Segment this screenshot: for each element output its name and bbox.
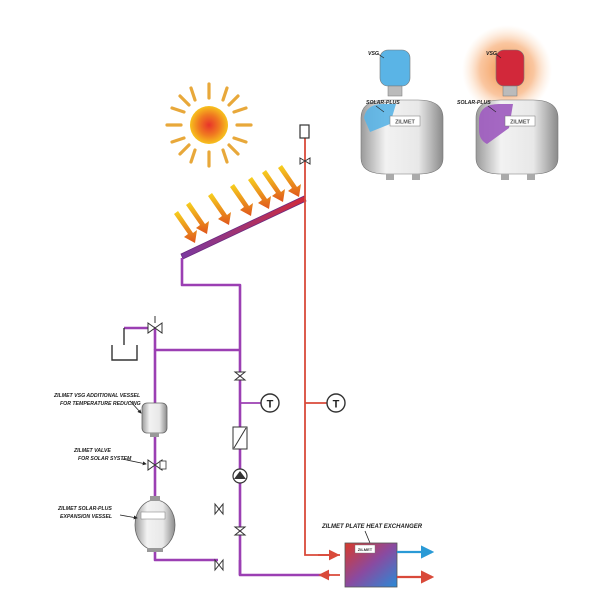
label-valve-line1: ZILMET VALVE	[73, 448, 111, 454]
air-vent-icon	[299, 124, 311, 165]
inset-vessels-cold: VSG ZILMET SOLAR-PLUS	[360, 49, 444, 180]
label-vsg-line1: ZILMET VSG ADDITIONAL VESSEL	[53, 393, 140, 399]
inset-left-brand: ZILMET	[395, 120, 415, 126]
label-vsg-additional: ZILMET VSG ADDITIONAL VESSEL FOR TEMPERA…	[53, 393, 142, 414]
inset-right-solarplus-label: SOLAR-PLUS	[457, 100, 491, 106]
label-valve-line2: FOR SOLAR SYSTEM	[78, 456, 132, 462]
thermometer-icon: T	[240, 393, 280, 413]
inset-right-brand: ZILMET	[510, 120, 530, 126]
inset-left-solarplus-label: SOLAR-PLUS	[366, 100, 400, 106]
plate-heat-exchanger: ZILMET PLATE HEAT EXCHANGER ZILMET	[321, 524, 423, 588]
sun-icon	[165, 82, 253, 168]
solar-plus-vessel-icon	[134, 496, 176, 552]
label-heat-exchanger: ZILMET PLATE HEAT EXCHANGER	[321, 524, 423, 530]
label-vsg-line2: FOR TEMPERATURE REDUCING	[60, 401, 141, 407]
drain-tundish	[111, 328, 138, 361]
vsg-vessel-icon	[141, 402, 168, 450]
ball-valve-icon	[233, 371, 247, 381]
solar-collector	[180, 195, 307, 260]
inset-right-vsg-label: VSG	[486, 51, 497, 57]
solar-valve-icon	[147, 459, 167, 471]
pump-icon	[232, 468, 248, 484]
label-solarplus-line1: ZILMET SOLAR-PLUS	[57, 506, 112, 512]
hx-brand-label: ZILMET	[358, 547, 373, 552]
thermometer-label: T	[333, 399, 340, 411]
label-solar-plus: ZILMET SOLAR-PLUS EXPANSION VESSEL	[57, 506, 138, 520]
inset-vessels-hot: VSG ZILMET SOLAR-PLUS	[457, 25, 559, 180]
ball-valve-icon	[214, 558, 224, 572]
inset-left-vsg-label: VSG	[368, 51, 379, 57]
thermometer-label: T	[267, 399, 274, 411]
label-solarplus-line2: EXPANSION VESSEL	[60, 514, 112, 520]
safety-valve-icon	[147, 316, 163, 334]
hot-circuit-pipe	[304, 138, 340, 556]
label-solar-valve: ZILMET VALVE FOR SOLAR SYSTEM	[73, 448, 147, 466]
thermometer-icon: T	[326, 393, 346, 413]
ball-valve-icon	[233, 526, 247, 536]
flow-meter-icon	[232, 426, 248, 450]
sunlight-arrows	[174, 165, 301, 243]
ball-valve-icon	[214, 502, 224, 516]
